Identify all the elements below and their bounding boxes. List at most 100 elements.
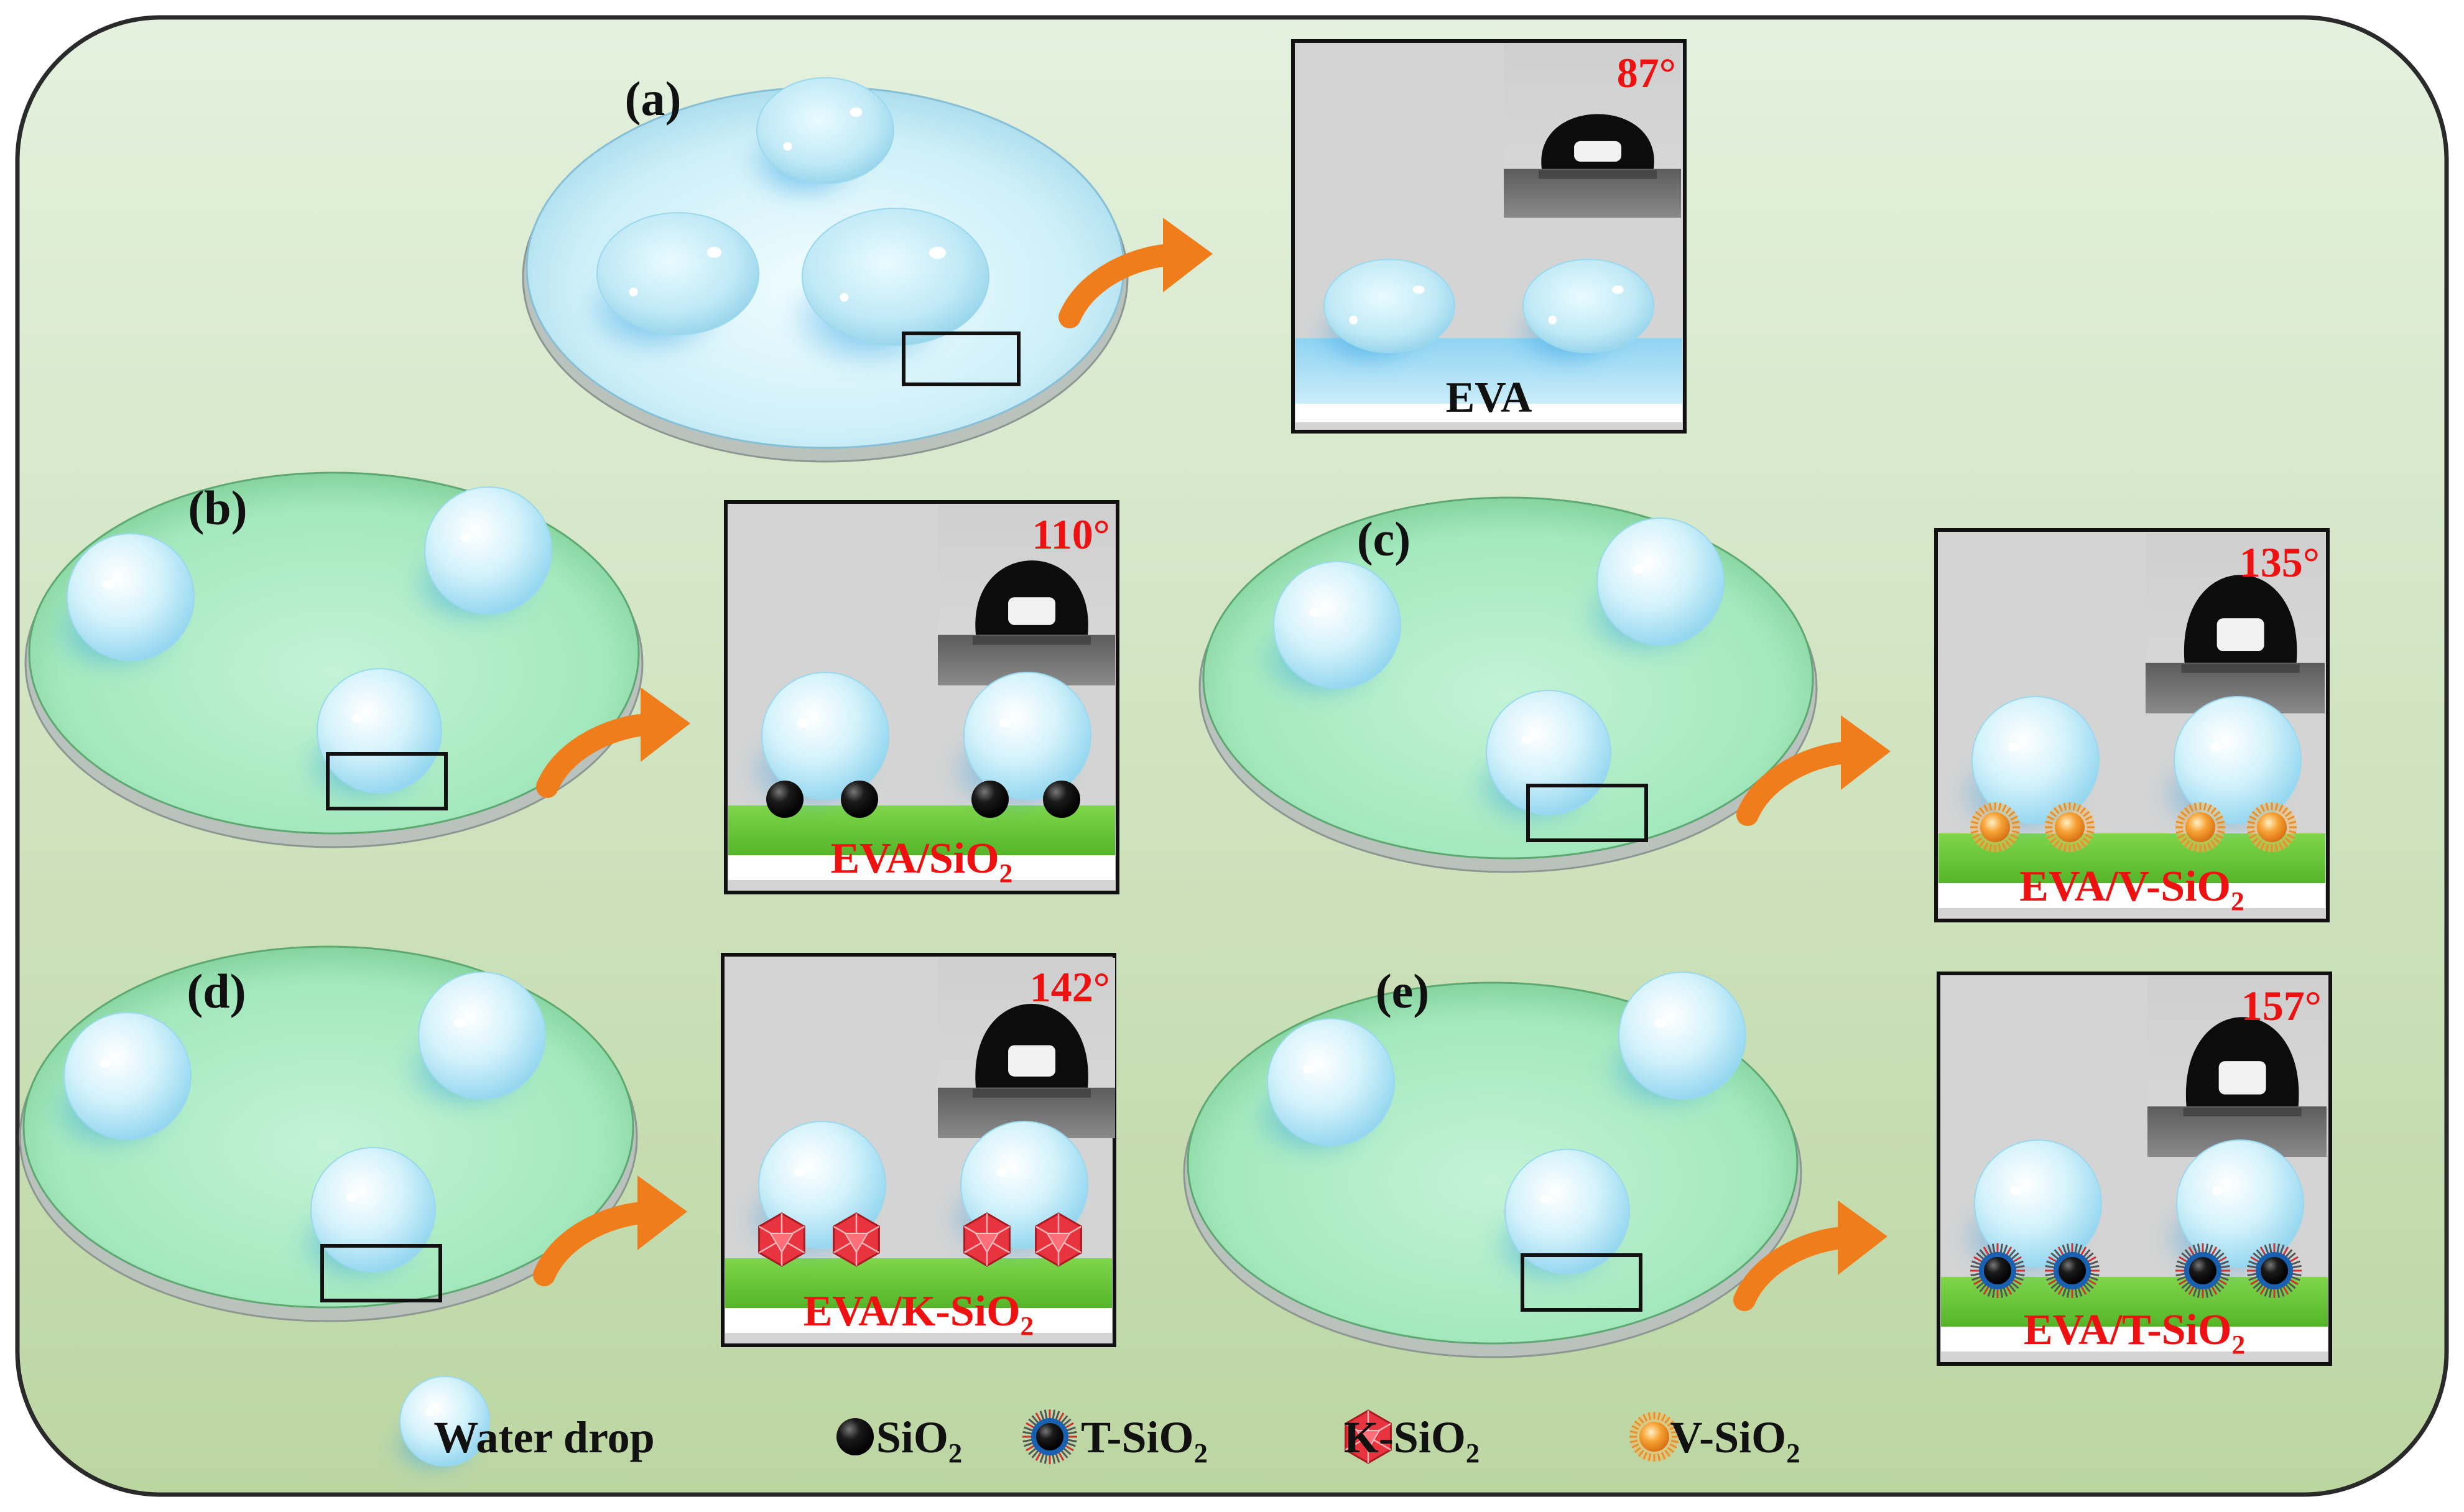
- legend-item-sio2-text-subscript: 2: [948, 1437, 962, 1468]
- panel-c-particle-1-ray: [1998, 843, 2002, 852]
- panel-c-drop-left-highlight: [2008, 743, 2019, 752]
- legend-item-ksio2-symbol: [1345, 1409, 1392, 1464]
- legend-item-vsio2-symbol-ray: [1647, 1412, 1652, 1421]
- panel-b-zoom-arrow: [536, 687, 690, 798]
- legend-item-vsio2-symbol-ray: [1664, 1416, 1671, 1424]
- panel-d-particle-4-face: [1046, 1233, 1071, 1253]
- panel-b-disc-drop-3-highlight: [352, 714, 363, 723]
- panel-c-particle-4-ray: [2260, 804, 2266, 812]
- panel-a-material-main: EVA: [1446, 374, 1532, 422]
- legend-item-water-symbol-highlight: [425, 1409, 433, 1416]
- panel-c-particle-3-ray: [2193, 802, 2198, 811]
- panel-c-particle-1-ray: [2011, 820, 2020, 825]
- panel-b-particle-1: [766, 781, 804, 818]
- panel-e-disc-drop-2: [1600, 972, 1746, 1115]
- legend-item-water-text-main: Water drop: [433, 1412, 654, 1462]
- panel-e-drop-left-highlight: [2010, 1186, 2022, 1195]
- panel-c-particle-4-ray: [2249, 833, 2257, 839]
- panel-c-particle-3-ray: [2213, 837, 2221, 844]
- panel-a-disc-drop-1-sparkle: [783, 142, 792, 151]
- panel-e-particle-4-core: [2261, 1257, 2288, 1284]
- panel-d-disc-drop-1-highlight: [100, 1059, 111, 1068]
- panel-c-photo-reflection: [2216, 618, 2264, 651]
- legend-item-vsio2-symbol-ray: [1670, 1430, 1679, 1434]
- panel-a-zoom-arrow-shaft: [1058, 244, 1183, 328]
- panel-c-particle-2-ray: [2082, 810, 2090, 817]
- panel-c-particle-2-ray: [2063, 802, 2067, 811]
- panel-c-particle-4-ray: [2255, 807, 2262, 815]
- panel-c-zoom-region: [1526, 784, 1648, 842]
- legend-item-tsio2-text: T-SiO2: [1081, 1412, 1208, 1468]
- panel-d-contact-angle: 142°: [1030, 963, 1110, 1011]
- panel-c-particle-3-ray: [2177, 815, 2185, 821]
- panel-a-disc-drop-3-body: [802, 208, 989, 346]
- panel-e-zoom-region: [1521, 1253, 1642, 1312]
- panel-a-zoom-arrow-head: [1163, 218, 1213, 292]
- panel-a-material: EVA: [1446, 374, 1532, 422]
- panel-c-particle-4-ray: [2265, 802, 2269, 811]
- panel-c-disc-drop-1-body: [1273, 561, 1401, 689]
- panel-c-disc-drop-2: [1578, 517, 1725, 661]
- panel-d-substrate-base: [725, 1308, 1112, 1333]
- panel-d-material-subscript: 2: [1021, 1311, 1034, 1341]
- panel-b-disc-drop-2-highlight: [460, 533, 472, 542]
- legend-item-tsio2-symbol: [1022, 1409, 1077, 1464]
- panel-c-particle-2-sphere: [2055, 812, 2085, 842]
- panel-c-particle-3-ray: [2175, 830, 2184, 834]
- panel-c-label: (c): [1357, 512, 1411, 566]
- panel-c: (c)135°EVA/V-SiO2: [1198, 496, 2330, 922]
- panel-c-particle-1-ray: [2005, 807, 2012, 815]
- panel-a-drop-left-sparkle: [1349, 315, 1358, 325]
- panel-b-zoom-arrow-shaft: [536, 713, 661, 798]
- panel-c-particle-3-ray: [2184, 807, 2190, 815]
- panel-d-zoom-arrow: [533, 1176, 687, 1286]
- legend-item-sio2-text-main: SiO: [876, 1412, 948, 1462]
- panel-c-contact-angle-photo: [2146, 533, 2325, 713]
- panel-c-particle-1-sphere: [1980, 812, 2010, 842]
- panel-c-particle-4: [2247, 802, 2297, 852]
- panel-c-particle-1-ray: [1983, 842, 1989, 850]
- panel-c-particle-1-ray: [2008, 810, 2016, 817]
- legend-item-tsio2-text-subscript: 2: [1194, 1437, 1208, 1468]
- panel-c-particle-2-ray: [2080, 807, 2087, 815]
- panel-d-particle-2-face: [844, 1233, 869, 1253]
- panel-b-drop-right-body: [963, 672, 1091, 800]
- panel-d: (d)142°EVA/K-SiO2: [19, 945, 1116, 1347]
- panel-c-particle-1-ray: [2008, 837, 2016, 844]
- panel-c-disc-drop-2-highlight: [1633, 564, 1644, 573]
- panel-b-drop-left-body: [761, 672, 889, 800]
- panel-c-particle-4-ray: [2282, 840, 2289, 848]
- panel-c-particle-2-ray: [2076, 804, 2082, 812]
- panel-c-photo-baseline: [2181, 664, 2300, 673]
- panel-c-particle-2-ray: [2049, 837, 2057, 844]
- panel-c-zoom-arrow-shaft: [1736, 741, 1861, 826]
- panel-e-material-subscript: 2: [2231, 1330, 2245, 1360]
- panel-c-particle-3-ray: [2207, 804, 2212, 812]
- panel-b-drop-right-highlight: [999, 718, 1011, 728]
- panel-e-contact-angle: 157°: [2241, 982, 2322, 1029]
- panel-b-particle-1-sphere: [766, 781, 804, 818]
- panel-c-particle-1: [1970, 802, 2020, 852]
- panel-d-zoom-arrow-shaft: [533, 1202, 658, 1286]
- panel-a-disc-drop-1: [743, 77, 894, 205]
- panel-a-drop-right-highlight: [1611, 285, 1624, 294]
- panel-c-particle-4-ray: [2251, 837, 2259, 844]
- panel-e-photo-reflection: [2218, 1061, 2266, 1095]
- panel-c-particle-4-ray: [2247, 830, 2256, 834]
- panel-c-particle-2-ray: [2053, 807, 2060, 815]
- panel-c-particle-3-ray: [2213, 810, 2221, 817]
- legend-item-ksio2-text: K-SiO2: [1344, 1412, 1480, 1468]
- panel-c-particle-1-ray: [2001, 804, 2007, 812]
- legend-item-vsio2-symbol-ray: [1667, 1447, 1675, 1454]
- panel-c-particle-3-ray: [2216, 830, 2225, 834]
- legend-item-vsio2-symbol-ray: [1631, 1443, 1639, 1449]
- panel-d-label: (d): [187, 964, 246, 1018]
- legend-item-vsio2-text: V-SiO2: [1670, 1412, 1800, 1468]
- legend-item-vsio2-symbol-ray: [1664, 1449, 1671, 1457]
- panel-b-photo-reflection: [1008, 597, 1056, 625]
- panel-e-particle-3: [2175, 1243, 2230, 1298]
- panel-c-particle-4-ray: [2247, 820, 2256, 825]
- panel-d-photo-reflection: [1008, 1045, 1056, 1077]
- panel-c-particle-1-ray: [1983, 804, 1989, 812]
